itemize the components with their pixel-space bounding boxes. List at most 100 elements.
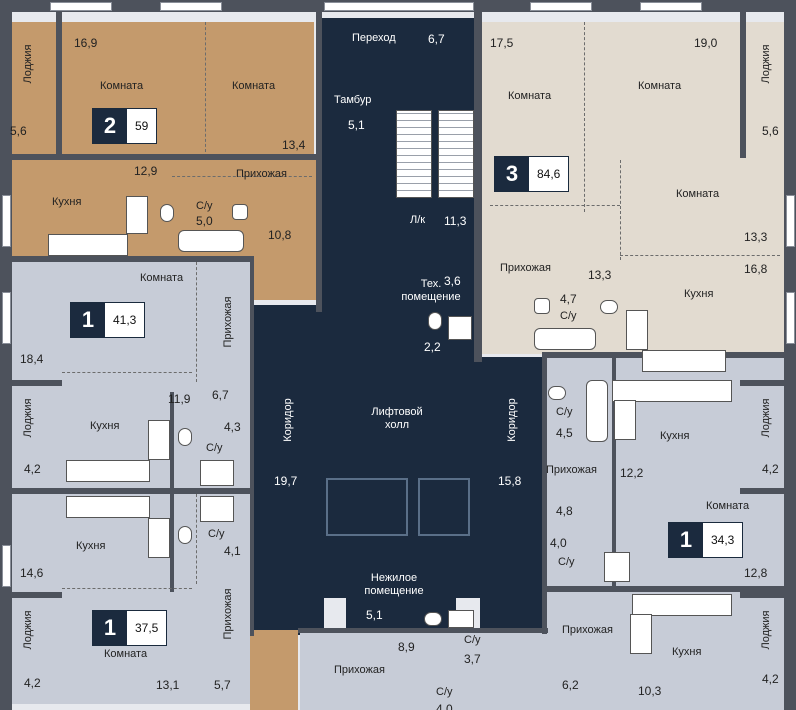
room-area: 12,2: [620, 466, 644, 480]
room-label: С/у: [464, 634, 481, 646]
room-label: Тех. помещение: [401, 278, 461, 303]
rooms-count: 1: [93, 611, 127, 645]
room-area: 4,2: [24, 462, 41, 476]
room-area: 5,6: [10, 124, 27, 138]
room-label: Комната: [706, 500, 750, 512]
room-area: 18,4: [20, 352, 44, 366]
room-area: 13,3: [588, 268, 612, 282]
room-label: Кухня: [90, 420, 120, 432]
room-label: Коридор: [282, 398, 294, 442]
apartment-badge[interactable]: 2 59: [92, 108, 158, 144]
room-label: Комната: [140, 272, 184, 284]
room-label: Комната: [232, 80, 276, 92]
toilet: [428, 312, 442, 330]
apt2-room2: [206, 22, 314, 156]
room-label: С/у: [436, 686, 453, 698]
bottom-brown-strip: [250, 630, 298, 710]
toilet: [600, 300, 618, 314]
room-label: Лоджия: [22, 44, 34, 84]
room-label: Лоджия: [22, 610, 34, 650]
stove: [630, 614, 652, 654]
shower: [604, 552, 630, 582]
bathtub: [586, 380, 608, 442]
toilet: [178, 526, 192, 544]
apartment-badge[interactable]: 3 84,6: [494, 156, 570, 192]
apartment-badge[interactable]: 1 37,5: [92, 610, 168, 646]
shower: [200, 496, 234, 522]
stove: [148, 518, 170, 558]
apartment-badge[interactable]: 1 34,3: [668, 522, 744, 558]
room-area: 4,0: [436, 702, 453, 710]
room-label: Кухня: [672, 646, 702, 658]
room-label: Кухня: [52, 196, 82, 208]
kitchen-counter: [612, 380, 732, 402]
elevator-shaft: [326, 478, 408, 536]
room-area: 5,7: [214, 678, 231, 692]
room-label: Прихожая: [222, 588, 234, 640]
room-area: 11,9: [168, 392, 191, 406]
corridor-left-area: [252, 305, 324, 635]
room-label: Прихожая: [562, 624, 613, 636]
room-label: С/у: [558, 556, 575, 568]
room-area: 14,6: [20, 566, 44, 580]
room-label: Комната: [100, 80, 144, 92]
toilet: [424, 612, 442, 626]
room-area: 5,1: [366, 608, 383, 622]
corridor-right-area: [480, 357, 546, 635]
room-area: 13,1: [156, 678, 180, 692]
room-area: 6,7: [428, 32, 445, 46]
rooms-count: 1: [71, 303, 105, 337]
window: [50, 2, 112, 11]
room-area: 5,0: [196, 214, 213, 228]
room-area: 19,0: [694, 36, 718, 50]
stove: [126, 196, 148, 234]
room-label: Тамбур: [334, 94, 372, 106]
window: [530, 2, 592, 11]
room-area: 3,7: [464, 652, 481, 666]
stove: [148, 420, 170, 460]
room-area: 6,2: [562, 678, 579, 692]
room-label: С/у: [560, 310, 577, 322]
kitchen-counter: [66, 496, 150, 518]
room-area: 17,5: [490, 36, 514, 50]
room-area: 10,8: [268, 228, 292, 242]
sink: [534, 298, 550, 314]
room-label: Нежилое помещение: [364, 572, 424, 597]
window: [640, 2, 702, 11]
room-area: 4,8: [556, 504, 573, 518]
bathtub: [534, 328, 596, 350]
window: [160, 2, 222, 11]
room-area: 16,9: [74, 36, 98, 50]
staircase: [396, 110, 432, 198]
room-area: 6,7: [212, 388, 229, 402]
window: [2, 545, 11, 587]
apartment-area: 84,6: [537, 167, 561, 181]
stove: [614, 400, 636, 440]
window: [2, 195, 11, 247]
window: [786, 292, 795, 344]
room-label: Комната: [638, 80, 682, 92]
room-area: 4,5: [556, 426, 573, 440]
room-label: Коридор: [506, 398, 518, 442]
room-label: Лоджия: [22, 398, 34, 438]
window: [324, 2, 474, 11]
room-area: 4,7: [560, 292, 577, 306]
room-label: Лоджия: [760, 398, 772, 438]
room-label: Комната: [104, 648, 148, 660]
room-area: 11,3: [444, 214, 467, 228]
toilet: [178, 428, 192, 446]
apartment-badge[interactable]: 1 41,3: [70, 302, 146, 338]
room-area: 4,1: [224, 544, 241, 558]
room-area: 4,2: [24, 676, 41, 690]
room-label: С/у: [556, 406, 573, 418]
toilet: [160, 204, 174, 222]
room-area: 3,6: [444, 274, 461, 288]
shower: [448, 316, 472, 340]
room-area: 12,9: [134, 164, 158, 178]
room-label: Прихожая: [546, 464, 597, 476]
room-area: 5,1: [348, 118, 365, 132]
room-area: 16,8: [744, 262, 768, 276]
apartment-area: 34,3: [711, 533, 735, 547]
room-label: Прихожая: [500, 262, 551, 274]
rooms-count: 3: [495, 157, 529, 191]
